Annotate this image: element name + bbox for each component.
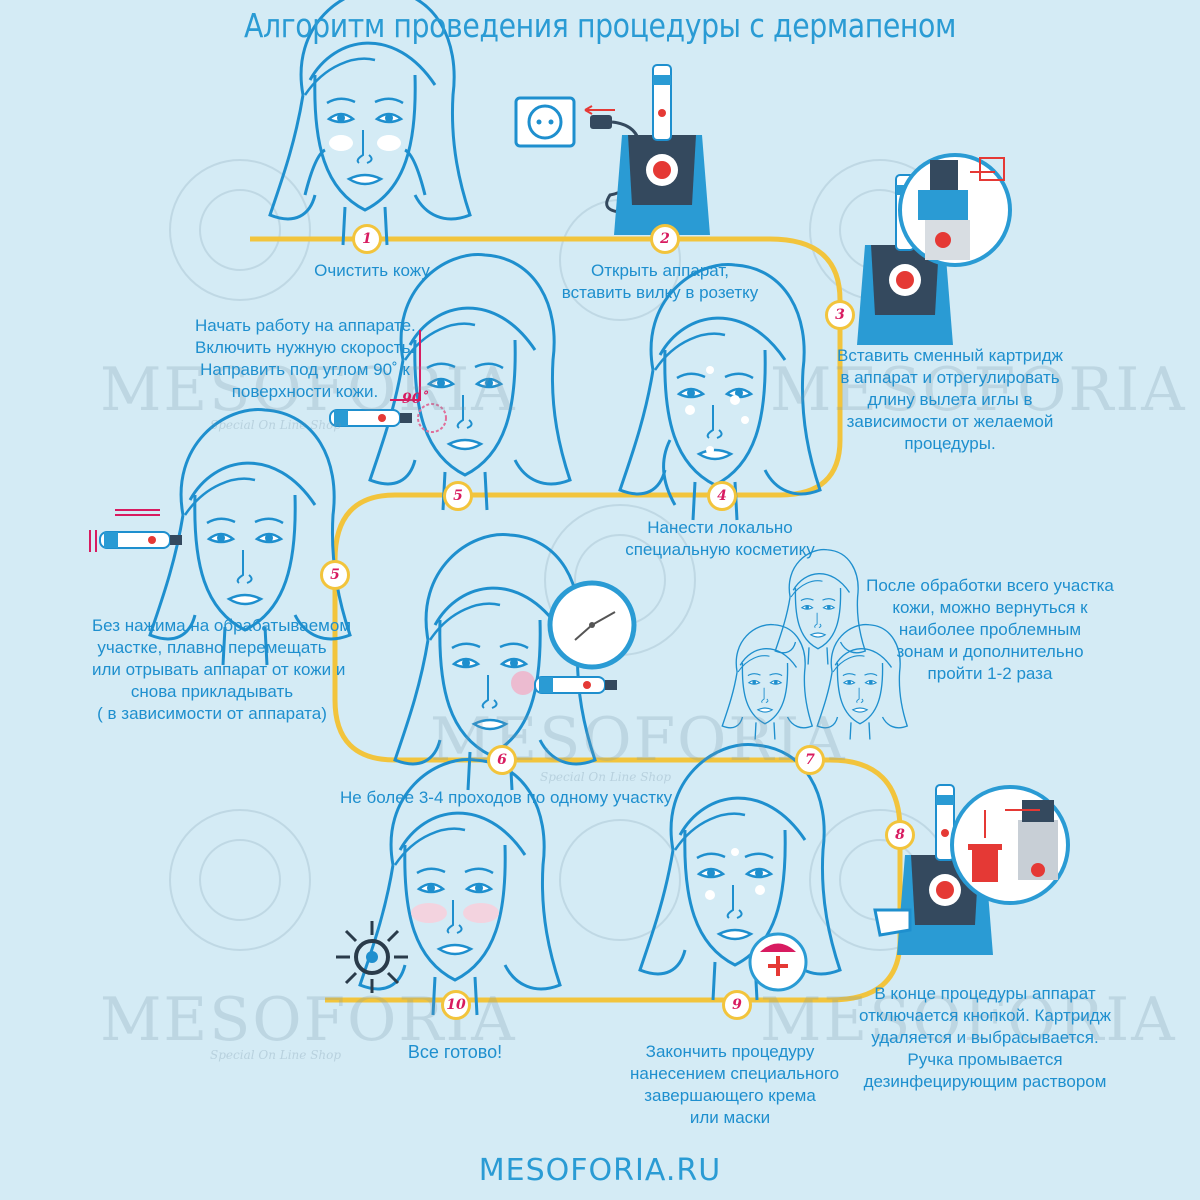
dermapen-icon <box>99 531 183 549</box>
cartridge-icon <box>898 153 1012 267</box>
watermark-tagline: Special On Line Shop <box>210 1048 342 1062</box>
face-icon <box>358 758 562 1017</box>
step-3-caption: Вставить сменный картридж в аппарат и от… <box>836 346 1063 453</box>
step-number-5: 5 <box>443 481 473 511</box>
face-icon <box>638 743 842 1002</box>
step-5b-caption: Без нажима на обрабатываемом участке, пл… <box>92 616 352 723</box>
step-number-4: 4 <box>707 481 737 511</box>
step-number-1: 1 <box>352 224 382 254</box>
clock-icon <box>547 580 637 670</box>
step-number-5b: 5 <box>320 560 350 590</box>
watermark-tagline: Special On Line Shop <box>540 770 672 784</box>
site-url[interactable]: MESOFORIA.RU <box>478 1153 722 1188</box>
cream-icon <box>748 932 808 992</box>
step-4-caption: Нанести локально специальную косметику <box>625 518 815 559</box>
step-number-8: 8 <box>885 820 915 850</box>
step-number-7: 7 <box>795 745 825 775</box>
step-2-caption: Открыть аппарат, вставить вилку в розетк… <box>561 261 759 302</box>
face-icon <box>618 263 822 522</box>
step-number-9: 9 <box>722 990 752 1020</box>
angle-label: 90˚ <box>402 391 429 407</box>
step-5-caption: Начать работу на аппарате. Включить нужн… <box>195 316 416 401</box>
step-number-3: 3 <box>825 300 855 330</box>
route-path <box>250 236 903 1003</box>
step-7-caption: После обработки всего участка кожи, можн… <box>866 576 1114 683</box>
watermark-text: MESOFORIA <box>770 355 1187 425</box>
step-6-caption: Не более 3-4 проходов по одному участку <box>340 788 673 807</box>
angle-guide <box>390 330 421 401</box>
watermark-text: MESOFORIA <box>760 985 1177 1055</box>
step-8-caption: В конце процедуры аппарат отключается кн… <box>859 984 1111 1091</box>
step-1-caption: Очистить кожу <box>314 261 430 280</box>
sun-icon <box>336 921 408 993</box>
trash-icon <box>950 785 1070 905</box>
step-number-10: 10 <box>441 990 471 1020</box>
face-icon <box>268 0 472 247</box>
step-10-caption: Все готово! <box>407 1042 503 1062</box>
hand-pointer-icon <box>873 908 912 937</box>
step-number-2: 2 <box>650 224 680 254</box>
dermapen-icon <box>613 64 711 236</box>
step-9-caption: Закончить процедуру нанесением специальн… <box>630 1042 840 1127</box>
watermark-text: MESOFORIA <box>100 355 517 425</box>
face-icon <box>774 548 866 666</box>
dermapen-icon <box>534 676 618 694</box>
socket-icon <box>514 96 576 148</box>
watermark-tagline: Special On Line Shop <box>210 418 342 432</box>
page-title: Алгоритм проведения процедуры с дермапен… <box>244 6 956 45</box>
step-number-6: 6 <box>487 745 517 775</box>
